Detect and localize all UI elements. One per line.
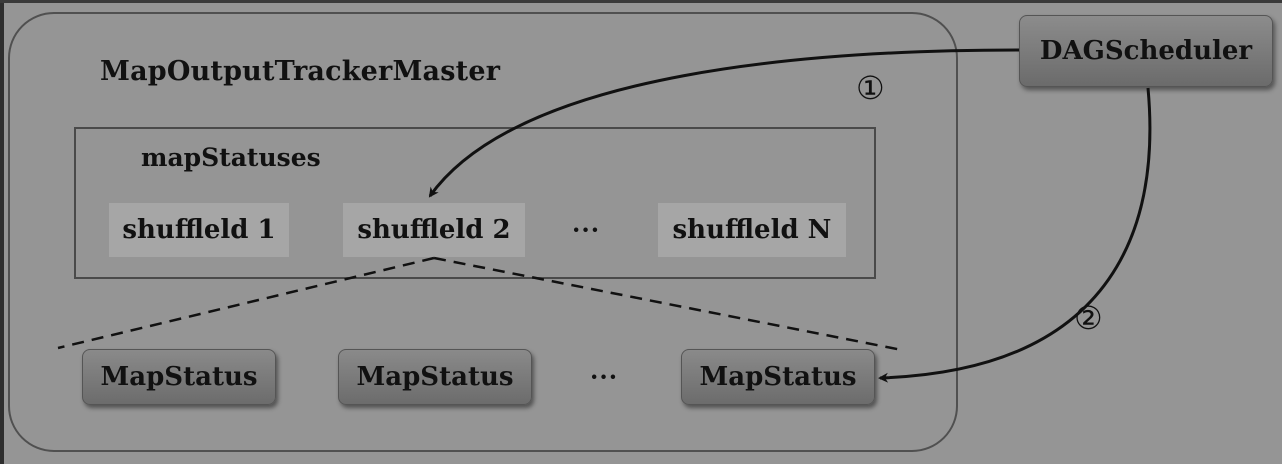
map-status-1: MapStatus	[82, 349, 276, 405]
dag-scheduler-node: DAGScheduler	[1019, 15, 1273, 87]
shuffle-id-1: shuffleld 1	[109, 203, 289, 257]
shuffle-id-2: shuffleld 2	[343, 203, 525, 257]
map-status-n: MapStatus	[681, 349, 875, 405]
step-1-label: ①	[856, 69, 885, 107]
shuffle-ellipsis: ···	[572, 215, 601, 244]
tracker-title: MapOutputTrackerMaster	[100, 56, 501, 87]
shuffle-id-n: shuffleld N	[658, 203, 846, 257]
map-status-2: MapStatus	[338, 349, 532, 405]
step-2-label: ②	[1074, 299, 1103, 337]
left-edge-strip	[0, 0, 4, 464]
top-edge-strip	[0, 0, 1282, 3]
map-statuses-title: mapStatuses	[141, 143, 321, 172]
map-status-ellipsis: ···	[590, 362, 619, 391]
